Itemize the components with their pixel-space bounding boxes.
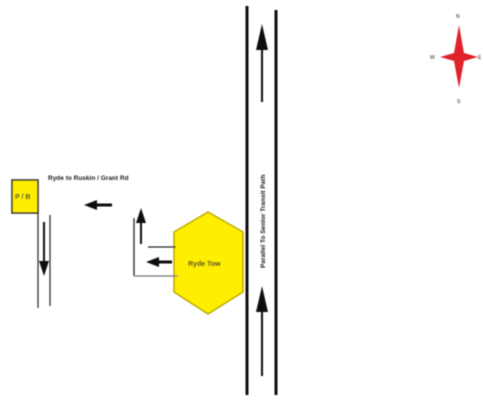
road-arrow-bottom [256, 286, 268, 376]
hexagon-marker [173, 211, 244, 315]
road-arrow-top [256, 24, 268, 102]
compass-west: W [430, 55, 435, 61]
compass-north: N [456, 14, 460, 20]
left-arrow-hexagon [146, 257, 172, 267]
left-arrow-street [84, 200, 112, 210]
compass-star-icon [440, 25, 478, 88]
compass-east: E [478, 55, 482, 61]
building-label: P / B [15, 194, 30, 201]
up-arrow [136, 208, 146, 244]
compass-rose: N S E W [430, 14, 482, 105]
hexagon-label: Ryde Tow [188, 261, 221, 268]
building-marker [11, 179, 39, 214]
street-label: Ryde to Ruskin / Grant Rd [48, 175, 129, 182]
down-arrow [39, 222, 49, 276]
compass-south: S [457, 99, 461, 105]
road-label: Parallel To Senior Transit Path [260, 175, 267, 268]
